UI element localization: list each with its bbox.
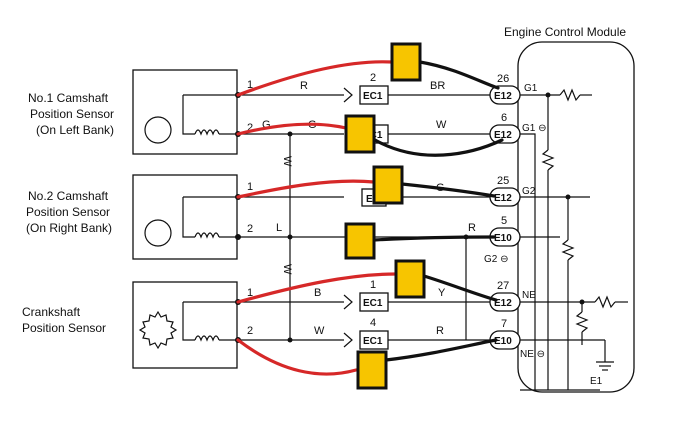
crank-title-line2: Position Sensor: [22, 321, 106, 335]
ecm-conn-2-pin: 6: [501, 112, 507, 124]
ecm-term-5: NE: [522, 290, 536, 301]
ecm-conn-1-label: E12: [494, 91, 512, 102]
sensor-cam2: No.2 Camshaft Position Sensor (On Right …: [26, 174, 253, 260]
cam1-title-line2: Position Sensor: [30, 107, 114, 121]
black-line-g1: [418, 60, 500, 90]
ec1-crank1-box: [359, 292, 389, 312]
crank-coil-icon: [194, 335, 220, 342]
ec1-top-pin: 2: [370, 72, 376, 84]
ecm-conn-6-label: E10: [494, 336, 512, 347]
wire-label-w: W: [436, 119, 447, 131]
black-line-g1neg: [373, 138, 504, 157]
wire-label-shield-w2: W: [281, 264, 293, 275]
wire-label-br: BR: [430, 80, 445, 92]
ecm-conn-1-pin: 26: [497, 73, 509, 85]
crank-sensor-box: [132, 281, 238, 369]
crank-pin1-label: 1: [247, 287, 253, 299]
ec1-crank2-label: EC1: [363, 336, 383, 347]
thin-wiring: [238, 87, 628, 391]
ecm-conn-6-pin: 7: [501, 318, 507, 330]
wire-label-shield-w1: W: [281, 156, 293, 167]
yellow-marker-4: [344, 222, 376, 260]
cam1-title-line1: No.1 Camshaft: [28, 91, 109, 105]
red-line-crank-pin2: [236, 338, 358, 376]
ecm-title: Engine Control Module: [504, 25, 626, 39]
black-line-g2: [400, 182, 496, 198]
cam1-sensor-box: [132, 69, 238, 155]
engine-control-module: Engine Control Module: [504, 25, 635, 393]
ec1-top-box: [359, 85, 389, 105]
ecm-term-2: G1 ⊖: [522, 123, 547, 134]
wire-label-w2: W: [314, 325, 325, 337]
yellow-marker-2: [344, 114, 376, 154]
ecm-term-4: G2 ⊖: [484, 254, 509, 265]
ec1-connectors: EC1 2 EC1 E EC1 1 EC1 4: [359, 72, 389, 350]
yellow-marker-6: [356, 350, 388, 390]
cam2-sensor-box: [132, 174, 238, 260]
crank-title-line1: Crankshaft: [22, 305, 81, 319]
ec1-crank2-box: [359, 330, 389, 350]
sensor-cam1: No.1 Camshaft Position Sensor (On Left B…: [28, 69, 253, 155]
cam2-title-line1: No.2 Camshaft: [28, 189, 109, 203]
cam2-coil-icon: [194, 232, 220, 239]
cam1-coil-icon: [194, 129, 220, 136]
ec1-crank2-pin: 4: [370, 317, 376, 329]
yellow-marker-3: [372, 165, 404, 205]
crank-reluctor-icon: [138, 310, 178, 350]
ec1-cam2-label: E: [366, 194, 373, 205]
wire-label-b: B: [314, 287, 321, 299]
yellow-marker-5: [394, 259, 426, 299]
wire-label-r3: R: [436, 325, 444, 337]
ecm-conn-2: [489, 124, 521, 144]
cam2-title-line3: (On Right Bank): [26, 221, 112, 235]
cam1-pin2-label: 2: [247, 122, 253, 134]
ec1-crank1-pin: 1: [370, 279, 376, 291]
ecm-conn-5-label: E12: [494, 298, 512, 309]
crank-pin2-label: 2: [247, 325, 253, 337]
black-line-g2neg: [372, 235, 496, 242]
sensor-crank: Crankshaft Position Sensor 1 2: [22, 281, 253, 369]
black-annotation-lines: [372, 60, 504, 362]
ecm-conn-2-label: E12: [494, 130, 512, 141]
ecm-conn-3-label: E12: [494, 193, 512, 204]
black-line-ne: [422, 274, 498, 302]
wire-label-g: G: [262, 119, 271, 131]
red-line-cam2-pin1: [236, 179, 376, 199]
red-line-crank-pin1: [236, 272, 398, 304]
cam2-rotor-icon: [144, 219, 172, 247]
yellow-marker-1: [390, 42, 422, 82]
ecm-outline: [517, 41, 635, 393]
ecm-conn-4-label: E10: [494, 233, 512, 244]
ec1-top-label: EC1: [363, 91, 383, 102]
ecm-conn-3-pin: 25: [497, 175, 509, 187]
cam1-title-line3: (On Left Bank): [36, 123, 114, 137]
ecm-conn-5-pin: 27: [497, 280, 509, 292]
cam2-pin2-label: 2: [247, 223, 253, 235]
yellow-markers: [344, 42, 426, 390]
red-line-cam1-pin2: [236, 122, 348, 136]
ecm-conn-1: [489, 85, 521, 105]
cam2-title-line2: Position Sensor: [26, 205, 110, 219]
cam1-rotor-icon: [144, 116, 172, 144]
ec1-crank1-label: EC1: [363, 298, 383, 309]
cam2-pin1-label: 1: [247, 181, 253, 193]
wire-label-r2: R: [468, 222, 476, 234]
ecm-term-1: G1: [524, 83, 538, 94]
ecm-conn-4-pin: 5: [501, 215, 507, 227]
ecm-term-6: NE ⊖: [520, 349, 545, 360]
ecm-term-3: G2: [522, 186, 536, 197]
ecm-conn-5: [489, 292, 521, 312]
ecm-ground-label: E1: [590, 376, 603, 387]
wire-label-r: R: [300, 80, 308, 92]
wire-label-y: Y: [438, 287, 446, 299]
red-annotation-lines: [236, 60, 398, 376]
cam1-pin1-label: 1: [247, 79, 253, 91]
wire-label-l: L: [276, 222, 282, 234]
black-line-neneg: [384, 338, 498, 362]
red-line-cam1-pin1: [236, 60, 394, 97]
ecm-conn-3: [489, 187, 521, 207]
